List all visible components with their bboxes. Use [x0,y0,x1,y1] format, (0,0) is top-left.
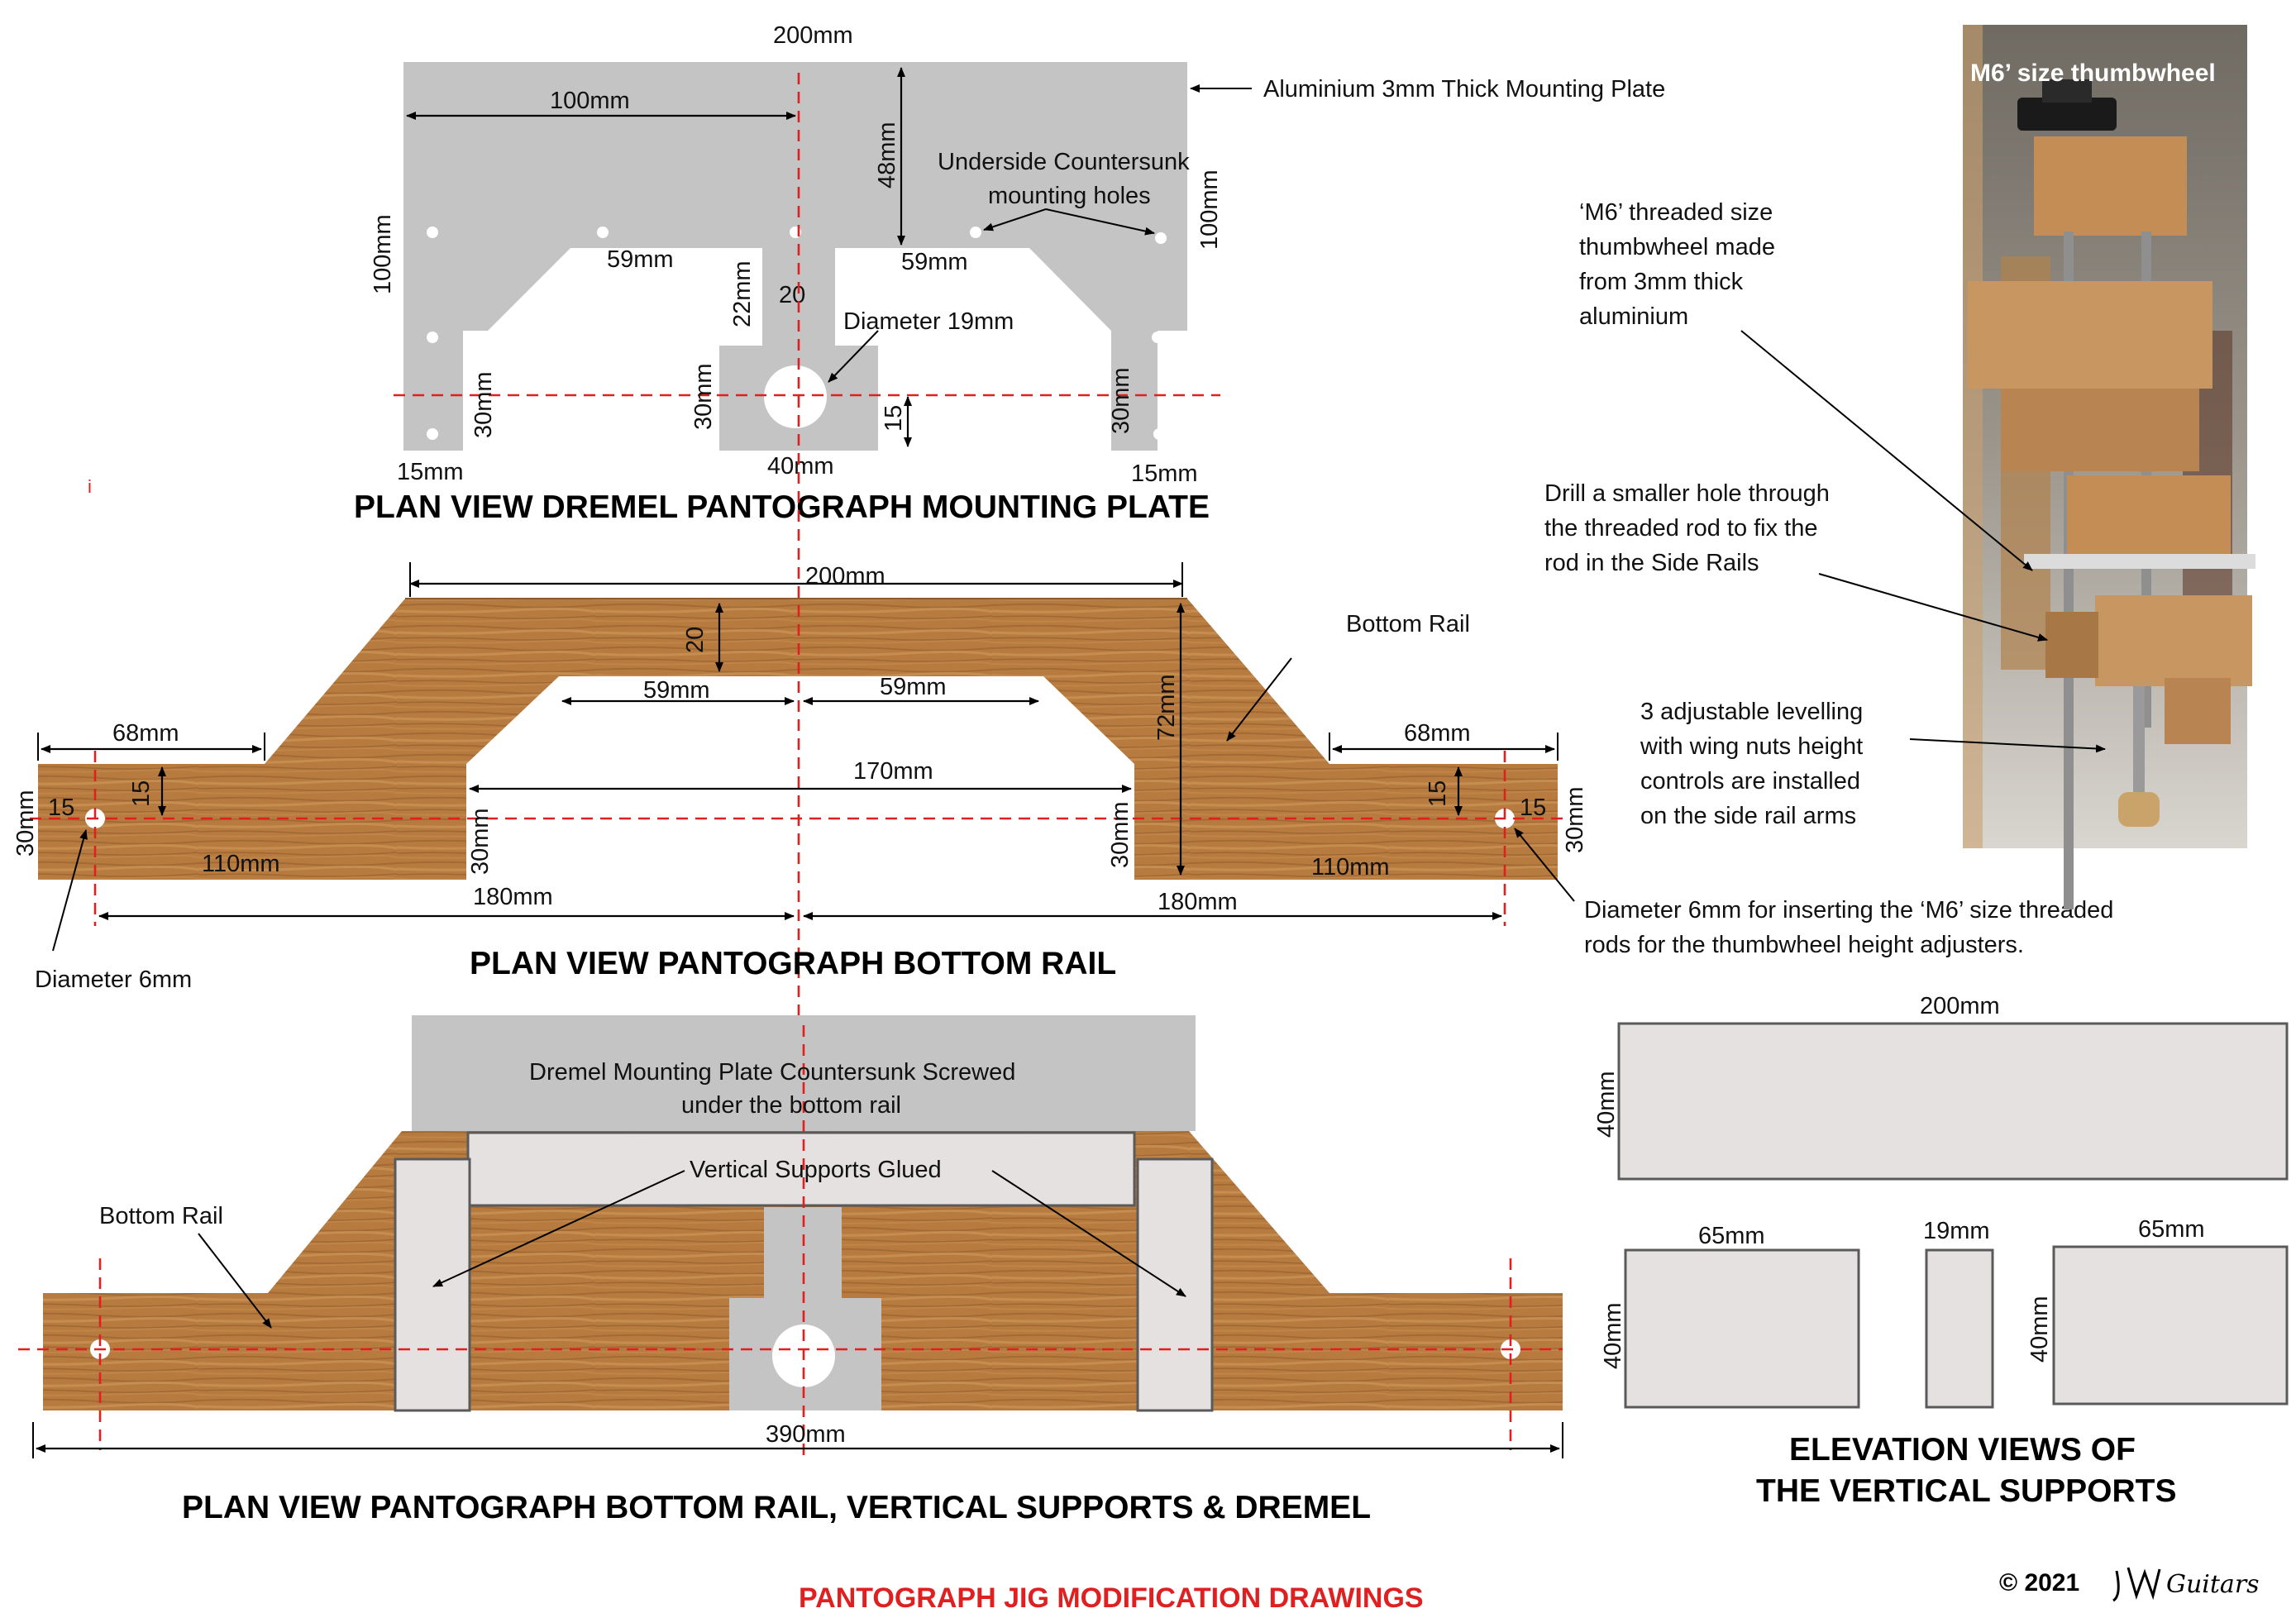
bottom-rail-section: 200mm 20 59mm 59mm 72mm Bottom Rail 68mm… [12,73,2113,1025]
plate-neck-height-label: 22mm [729,260,756,327]
elevation-right-support [2052,1245,2289,1406]
rail-callout: Bottom Rail [1346,611,1470,637]
plate-height-left-label: 100mm [370,214,396,294]
holes-callout-line2: mounting holes [988,183,1151,209]
note-levelling-2: with wing nuts height [1640,733,1863,760]
note-levelling-3: controls are installed [1640,768,1860,795]
note-levelling-4: on the side rail arms [1640,803,1856,829]
rail-arm-height-right: 30mm [1107,801,1134,868]
plate-heading: PLAN VIEW DREMEL PANTOGRAPH MOUNTING PLA… [354,489,1210,525]
elevation-mid-support [1925,1248,1994,1409]
elevation-mid-width: 19mm [1923,1218,1990,1244]
rail-arm-left-length: 68mm [112,720,179,747]
elevation-left-width: 65mm [1698,1223,1765,1249]
photo-caption: M6’ size thumbwheel [1970,60,2216,87]
rail-arm-right-offset: 15 [1425,780,1451,807]
rail-hole-left-offset: 15 [48,795,74,821]
rail-half-span-left: 180mm [473,884,553,910]
elevation-heading-2: THE VERTICAL SUPPORTS [1756,1473,2177,1509]
vertical-support-top [466,1131,1136,1207]
assembly-supports-label: Vertical Supports Glued [690,1157,942,1183]
plate-neck-width-label: 20 [779,282,805,308]
plate-width-label: 200mm [773,22,853,49]
note-thumbwheel-1: ‘M6’ threaded size [1579,199,1773,226]
logo-text: Guitars [2166,1570,2260,1599]
plate-height-right-label: 100mm [1196,169,1223,250]
vertical-support-right [1136,1157,1214,1412]
mounting-plate-section: 200mm 100mm Aluminium 3mm Thick Mounting… [88,22,1665,525]
assembly-heading: PLAN VIEW PANTOGRAPH BOTTOM RAIL, VERTIC… [182,1490,1371,1525]
assembly-rail-label: Bottom Rail [99,1203,223,1229]
plate-depth-label: 48mm [874,122,900,189]
rail-hole-right-callout-2: rods for the thumbwheel height adjusters… [1584,932,2024,958]
rail-top-thickness: 20 [682,627,709,653]
note-drill-1: Drill a smaller hole through [1544,480,1830,507]
note-drill-3: rod in the Side Rails [1544,550,1759,576]
rail-hole-right-callout-1: Diameter 6mm for inserting the ‘M6’ size… [1584,897,2113,924]
plate-half-width-label: 100mm [550,88,630,114]
elevation-right-height: 40mm [2026,1296,2053,1363]
rail-arm-right-length: 68mm [1404,720,1471,747]
rail-arm-right-run: 110mm [1311,854,1390,881]
rail-top-width: 200mm [805,563,885,589]
elevation-right-width: 65mm [2138,1216,2205,1243]
rail-slot-right: 59mm [880,674,947,700]
rail-arm-height-left: 30mm [467,808,494,875]
rail-arm-height-far-right: 30mm [1562,786,1588,853]
plate-arm-right-width: 15mm [1131,461,1198,487]
elevation-long-height: 40mm [1593,1071,1620,1138]
logo: Guitars [2112,1567,2260,1602]
assembly-section: Dremel Mounting Plate Countersunk Screwe… [18,1015,1563,1525]
rail-height: 72mm [1153,674,1180,741]
note-thumbwheel-3: from 3mm thick [1579,269,1744,295]
vertical-support-left [394,1157,471,1412]
rail-arm-left-offset: 15 [128,780,155,807]
stray-mark: i [88,476,92,497]
assembly-plate-label-1: Dremel Mounting Plate Countersunk Screwe… [529,1059,1015,1086]
elevation-left-height: 40mm [1600,1302,1626,1369]
rail-heading: PLAN VIEW PANTOGRAPH BOTTOM RAIL [470,946,1116,981]
plate-hole-label: Diameter 19mm [843,308,1014,335]
elevation-long-support [1617,1022,2289,1181]
plate-tab-height: 30mm [690,363,717,430]
rail-hole-left-callout: Diameter 6mm [35,967,192,993]
plate-arm-right-height: 30mm [1108,367,1134,434]
holes-callout-line1: Underside Countersunk [938,149,1190,175]
note-thumbwheel-2: thumbwheel made [1579,234,1775,260]
plate-slot-left-label: 59mm [607,246,674,273]
plate-arm-left-width: 15mm [397,459,464,485]
assembly-overall-length: 390mm [766,1421,846,1448]
elevation-heading-1: ELEVATION VIEWS OF [1789,1432,2136,1468]
copyright: © 2021 [1999,1569,2079,1597]
plate-callout: Aluminium 3mm Thick Mounting Plate [1263,76,1665,103]
rail-arm-left-run: 110mm [202,851,280,877]
plate-slot-right-label: 59mm [901,249,968,275]
rail-slot-left: 59mm [643,677,710,704]
plate-arm-left-height: 30mm [470,371,497,438]
thumbwheel-photo: M6’ size thumbwheel [1963,25,2255,909]
note-thumbwheel-4: aluminium [1579,303,1688,330]
rail-half-span-right: 180mm [1158,889,1238,915]
plate-hole-offset: 15 [881,405,907,432]
elevation-long-width: 200mm [1920,993,2000,1019]
assembly-plate-label-2: under the bottom rail [681,1092,901,1119]
photo-notes: ‘M6’ threaded size thumbwheel made from … [1544,199,2106,829]
sheet-title: PANTOGRAPH JIG MODIFICATION DRAWINGS [799,1582,1424,1614]
rail-arm-height-far-left: 30mm [12,790,39,857]
plate-tab-width: 40mm [767,453,834,480]
elevation-views: 200mm 40mm 65mm 40mm 19mm 65mm 40mm ELEV… [1593,993,2289,1509]
note-drill-2: the threaded rod to fix the [1544,515,1818,542]
mounting-plate [403,62,1187,451]
rail-inner-span: 170mm [853,758,933,785]
elevation-left-support [1624,1248,1860,1409]
note-levelling-1: 3 adjustable levelling [1640,699,1863,725]
plate-center-hole [764,365,827,428]
rail-hole-right-offset: 15 [1520,795,1546,821]
